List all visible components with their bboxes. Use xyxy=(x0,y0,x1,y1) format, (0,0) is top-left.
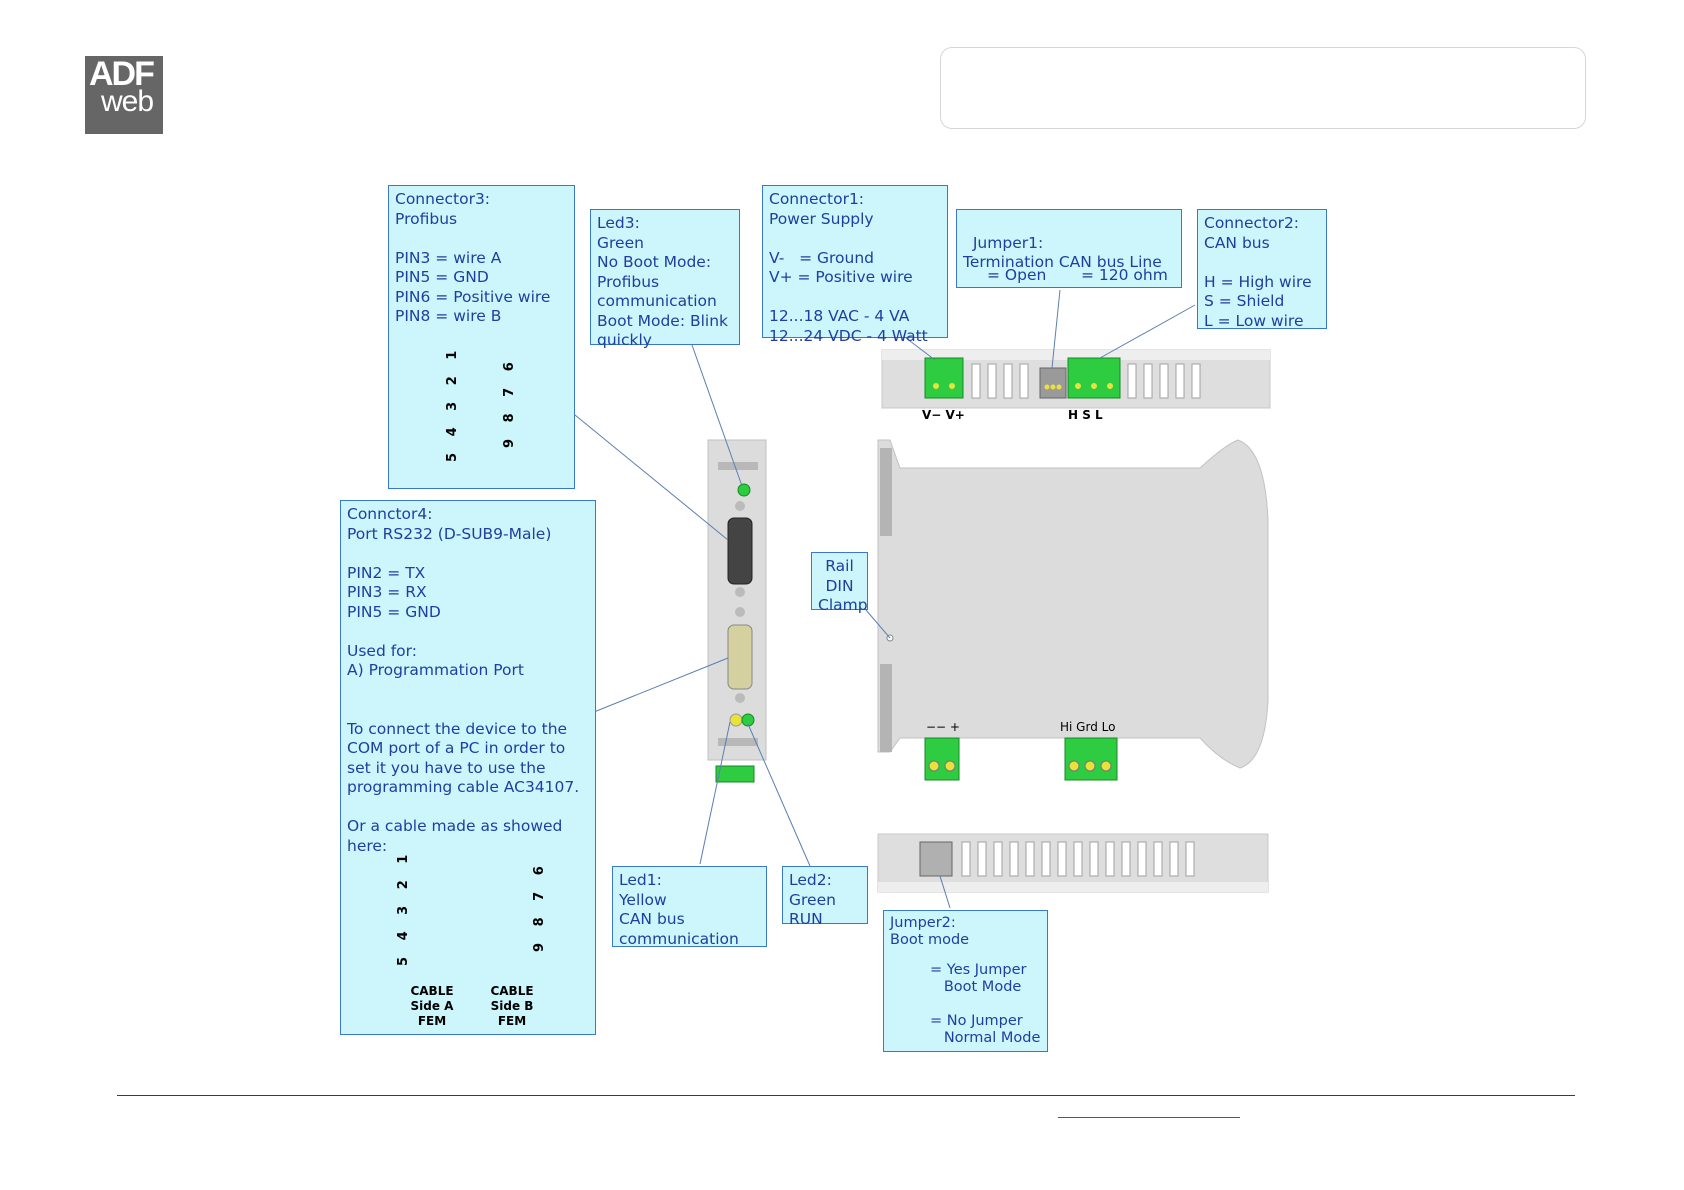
rail-din-clamp-callout: Rail DIN Clamp xyxy=(811,552,868,614)
device-side-body xyxy=(877,439,1269,781)
jumper1-title: Jumper1: Termination CAN bus Line xyxy=(963,233,1162,272)
cable-a-pins: 5 4 3 2 1 xyxy=(396,848,411,966)
jumper1-120-label: = 120 ohm xyxy=(1081,266,1168,284)
power-terminal-top xyxy=(924,357,964,399)
power-pin-label: V− V+ xyxy=(922,408,965,422)
jumper2-yes-label: = Yes Jumper Boot Mode xyxy=(930,962,1027,995)
leader-lines xyxy=(574,289,1196,909)
jumper2-callout: Jumper2: Boot mode xyxy=(883,910,1048,1052)
profibus-pins-right: 9 8 7 6 xyxy=(502,356,517,448)
power-terminal-front xyxy=(924,737,960,781)
device-top-view xyxy=(881,349,1271,409)
header-info-box xyxy=(940,47,1586,129)
adfweb-logo: ADF web xyxy=(85,55,163,134)
can-terminal-top xyxy=(1067,357,1121,399)
connector4-callout: Connctor4: Port RS232 (D-SUB9-Male) PIN2… xyxy=(340,500,596,1035)
logo-line2: web xyxy=(101,85,154,118)
cable-side-b-label: CABLE Side B FEM xyxy=(490,984,534,1028)
profibus-pins-left: 5 4 3 2 1 xyxy=(445,344,460,462)
jumper2-no-label: = No Jumper Normal Mode xyxy=(930,1013,1041,1046)
can-terminal-front xyxy=(1064,737,1118,781)
device-front-panel xyxy=(707,439,767,783)
led1-callout: Led1: Yellow CAN bus communication xyxy=(612,866,767,948)
cable-b-pins: 9 8 7 6 xyxy=(532,860,547,952)
front-can-label: Hi Grd Lo xyxy=(1060,720,1116,734)
logo-line1: ADF xyxy=(89,55,155,93)
jumper1-callout: Jumper1: Termination CAN bus Line xyxy=(956,209,1182,288)
connector3-callout: Connector3: Profibus PIN3 = wire A PIN5 … xyxy=(388,185,575,489)
connector1-callout: Connector1: Power Supply V- = Ground V+ … xyxy=(762,185,948,345)
connector2-callout: Connector2: CAN bus H = High wire S = Sh… xyxy=(1197,209,1327,330)
jumper1-open-label: = Open xyxy=(987,266,1047,284)
cable-side-a-label: CABLE Side A FEM xyxy=(410,984,454,1028)
device-bottom-view xyxy=(877,833,1269,893)
led2-callout: Led2: Green RUN xyxy=(782,866,868,928)
front-power-label: −− + xyxy=(926,720,960,734)
footer-link-underline[interactable] xyxy=(1058,1117,1240,1118)
jumper2-bottom xyxy=(919,841,953,877)
footer-divider xyxy=(117,1095,1575,1096)
can-pin-label: H S L xyxy=(1068,408,1103,422)
led3-callout: Led3: Green No Boot Mode: Profibus commu… xyxy=(590,209,740,349)
jumper1-top xyxy=(1039,367,1067,399)
